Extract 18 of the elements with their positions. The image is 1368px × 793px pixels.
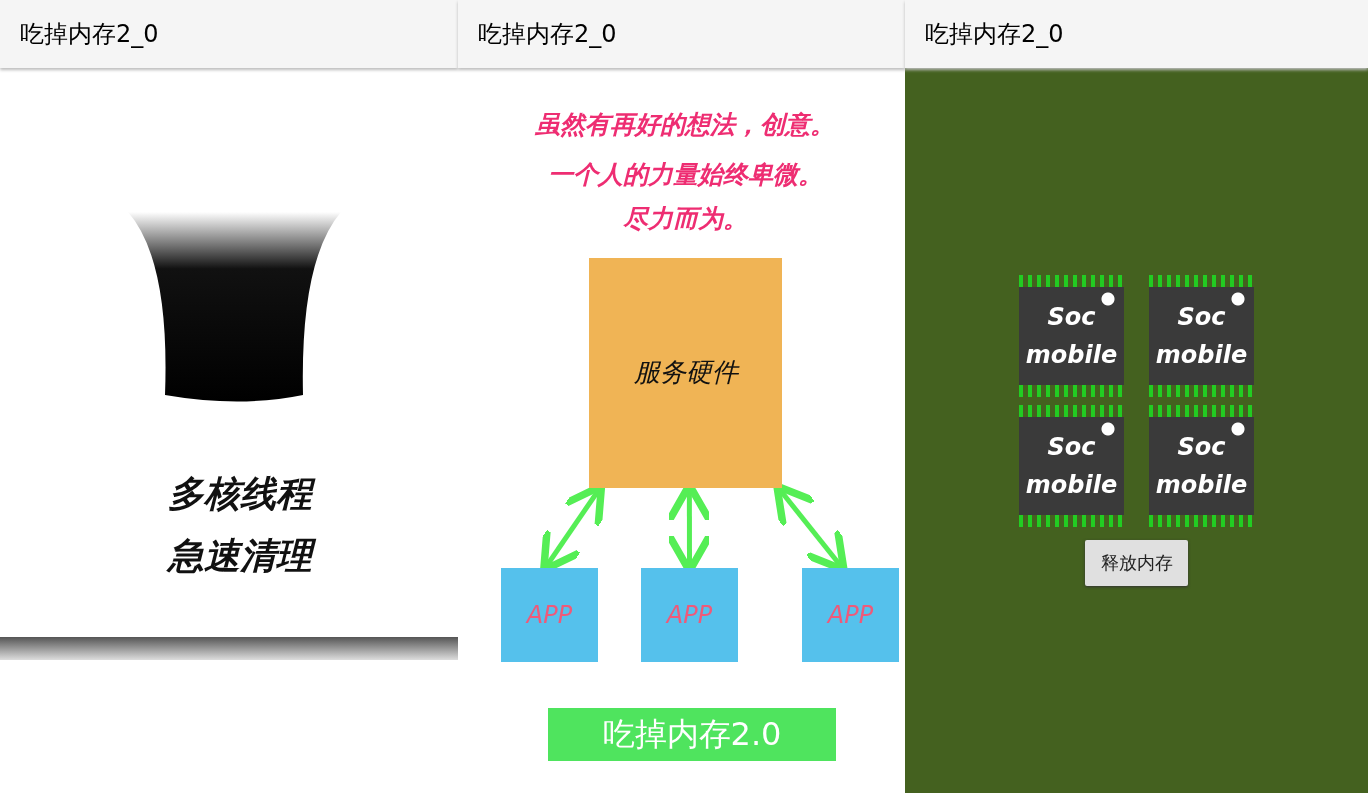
title-bar: 吃掉内存2_0: [0, 0, 458, 68]
slogan-text: 多核线程: [100, 470, 380, 519]
chip: Soc mobile: [1019, 405, 1124, 527]
title-bar: 吃掉内存2_0: [905, 0, 1368, 68]
chip: Soc mobile: [1019, 275, 1124, 397]
app-box: APP: [501, 568, 598, 662]
app-box: APP: [641, 568, 738, 662]
title-bar: 吃掉内存2_0: [458, 0, 905, 68]
hardware-box: 服务硬件: [589, 258, 782, 488]
title-banner: 吃掉内存2.0: [548, 708, 836, 761]
slogan-text: 急速清理: [100, 532, 380, 581]
chip: Soc mobile: [1149, 275, 1254, 397]
quote-text: 虽然有再好的想法，创意。: [534, 109, 836, 141]
quote-text: 尽力而为。: [621, 203, 749, 235]
release-button: 释放内存: [1085, 540, 1188, 586]
quote-text: 一个人的力量始终卑微。: [546, 159, 824, 191]
chip: Soc mobile: [1149, 405, 1254, 527]
app-box: APP: [802, 568, 899, 662]
